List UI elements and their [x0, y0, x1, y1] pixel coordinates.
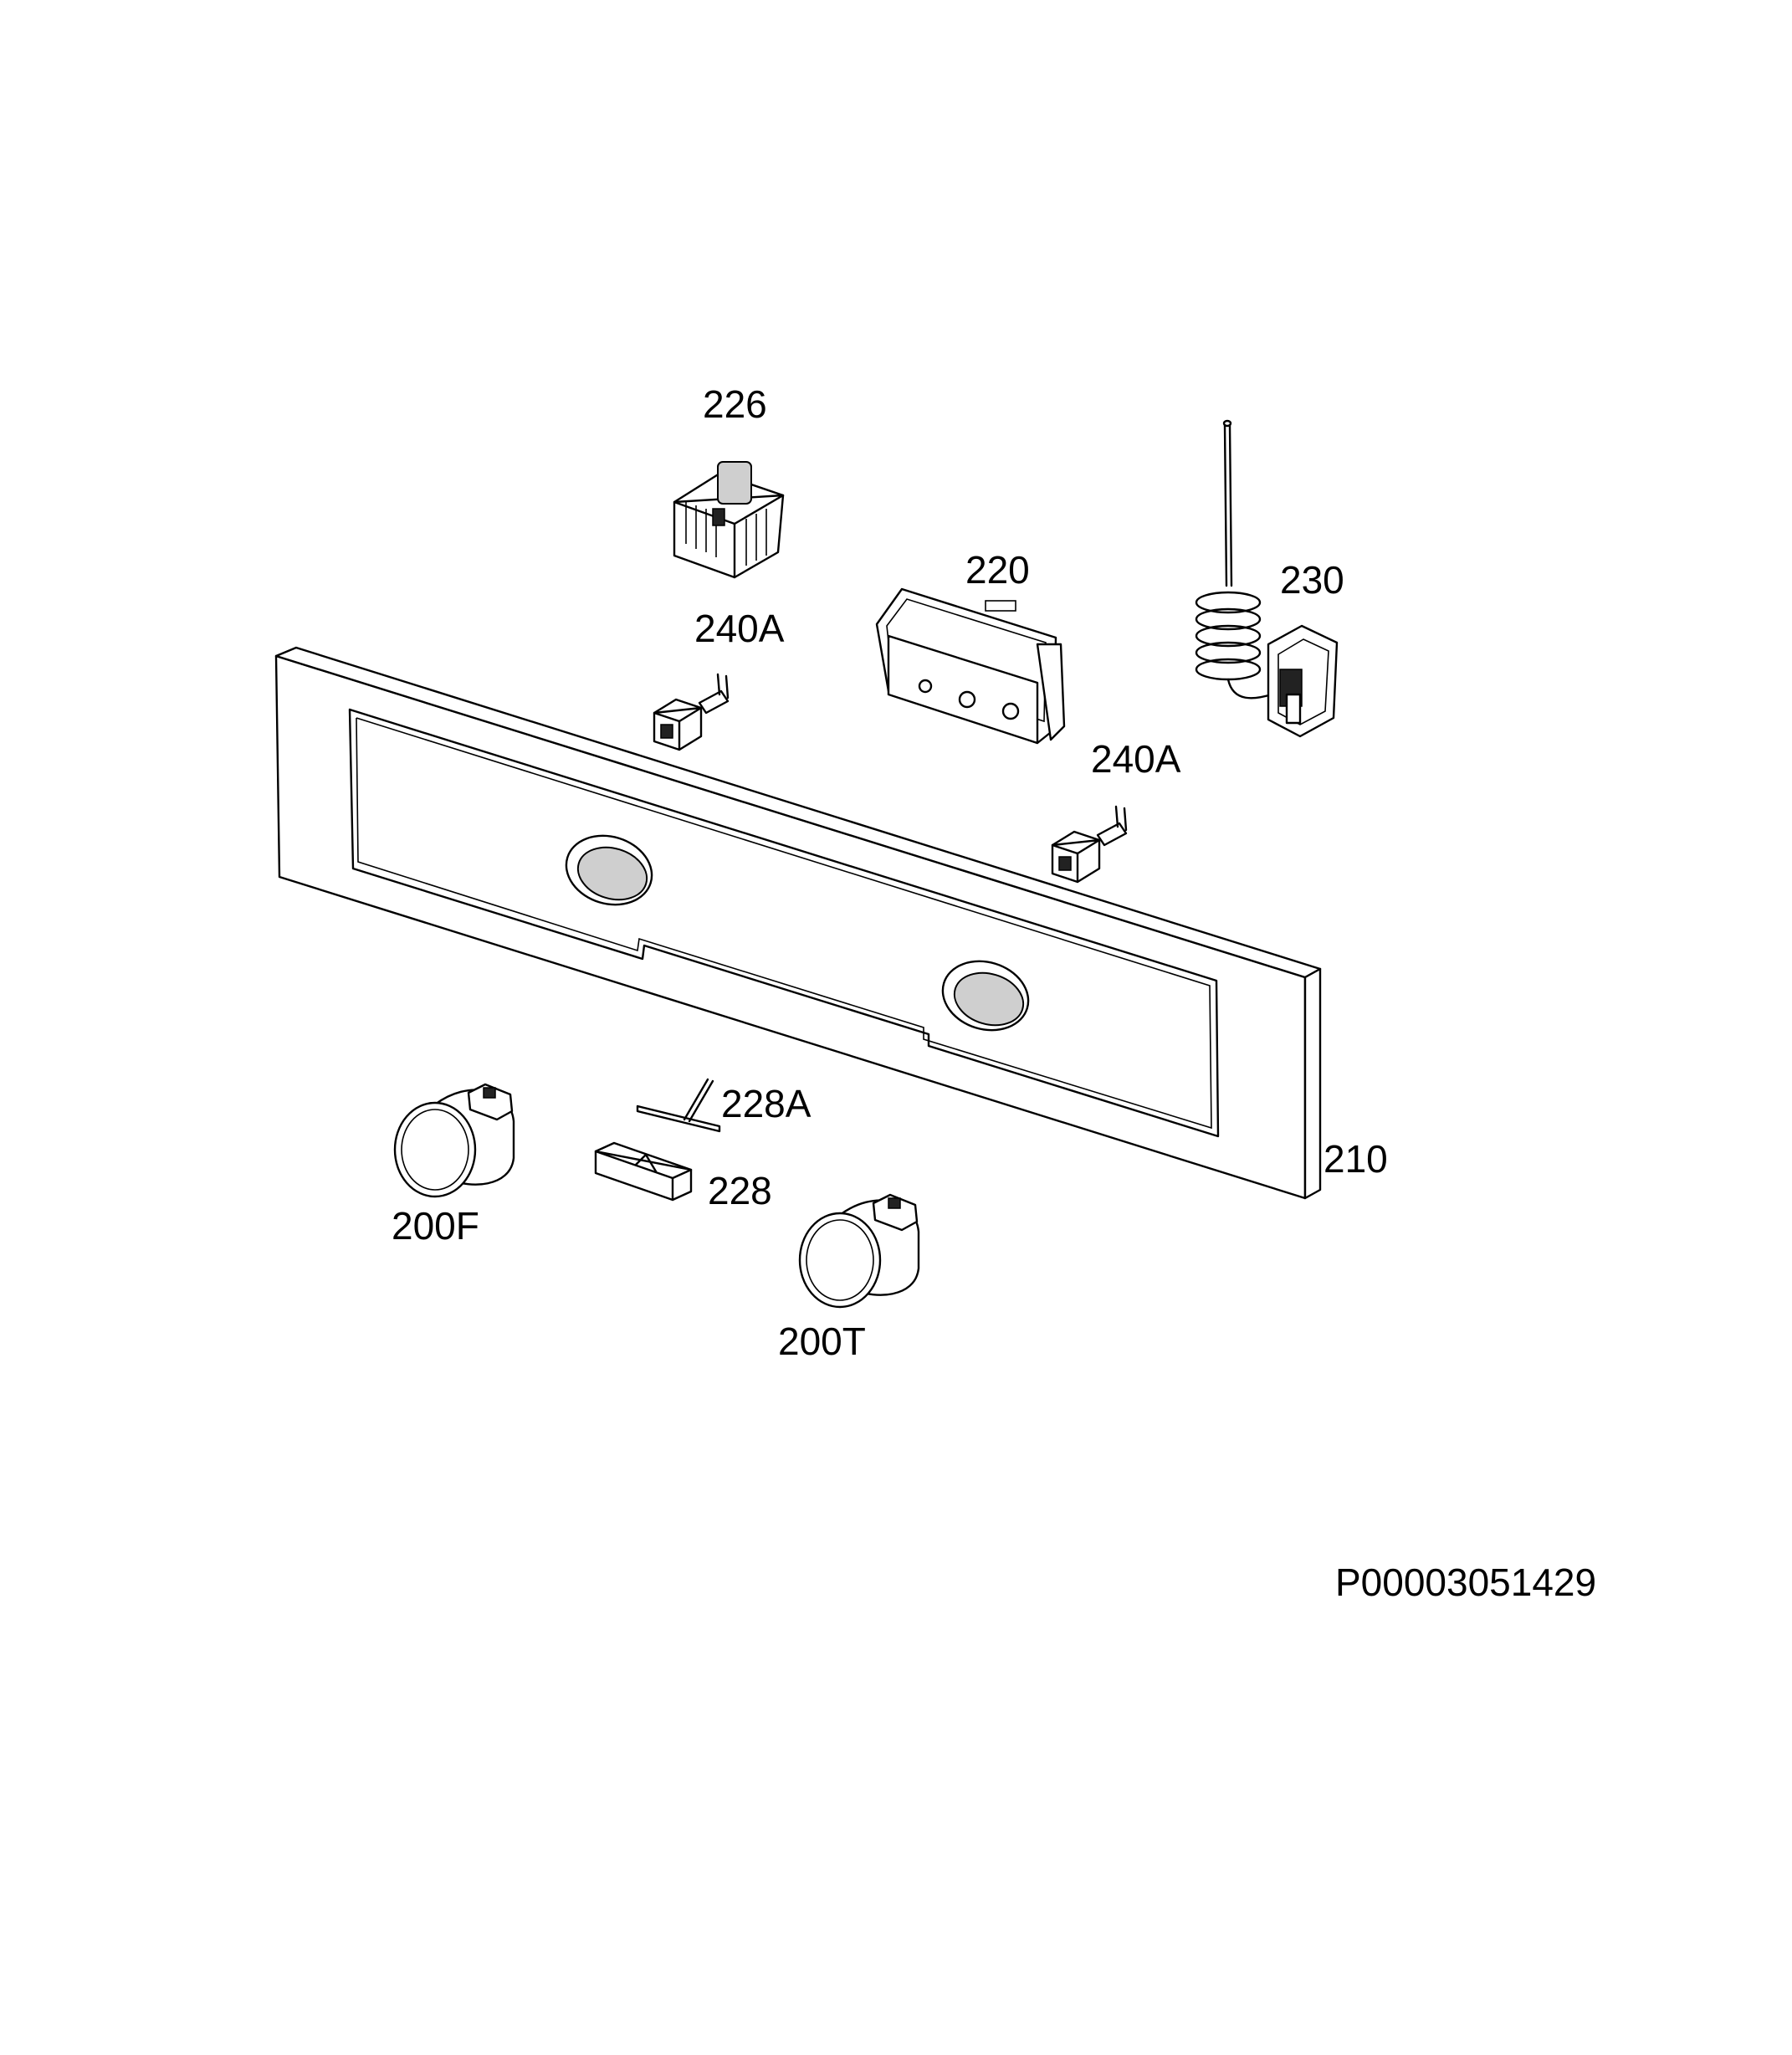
- label-200t: 200T: [778, 1320, 866, 1363]
- knob-200t: [798, 1193, 920, 1309]
- label-200f: 200F: [392, 1204, 479, 1248]
- label-220: 220: [965, 548, 1030, 592]
- indicator-lamp-240a-right: [1051, 805, 1128, 884]
- bar-228a: [636, 1078, 721, 1133]
- label-240a-top: 240A: [694, 607, 785, 650]
- control-panel-210: [274, 646, 1322, 1200]
- selector-switch-226: [673, 461, 785, 579]
- label-226: 226: [703, 382, 767, 426]
- indicator-lamp-240a-top: [653, 673, 730, 751]
- label-228a: 228A: [721, 1082, 812, 1125]
- module-housing-220: [875, 587, 1066, 745]
- knob-200f: [393, 1083, 515, 1198]
- knob-opening-left: [565, 834, 653, 906]
- label-210: 210: [1324, 1137, 1388, 1181]
- thermostat-230: [1195, 419, 1339, 738]
- label-240a-right: 240A: [1091, 737, 1181, 781]
- clip-228: [594, 1141, 693, 1202]
- knob-opening-right: [941, 960, 1030, 1032]
- label-230: 230: [1280, 558, 1344, 602]
- diagram-code: P00003051429: [1335, 1560, 1597, 1604]
- label-228: 228: [708, 1169, 772, 1212]
